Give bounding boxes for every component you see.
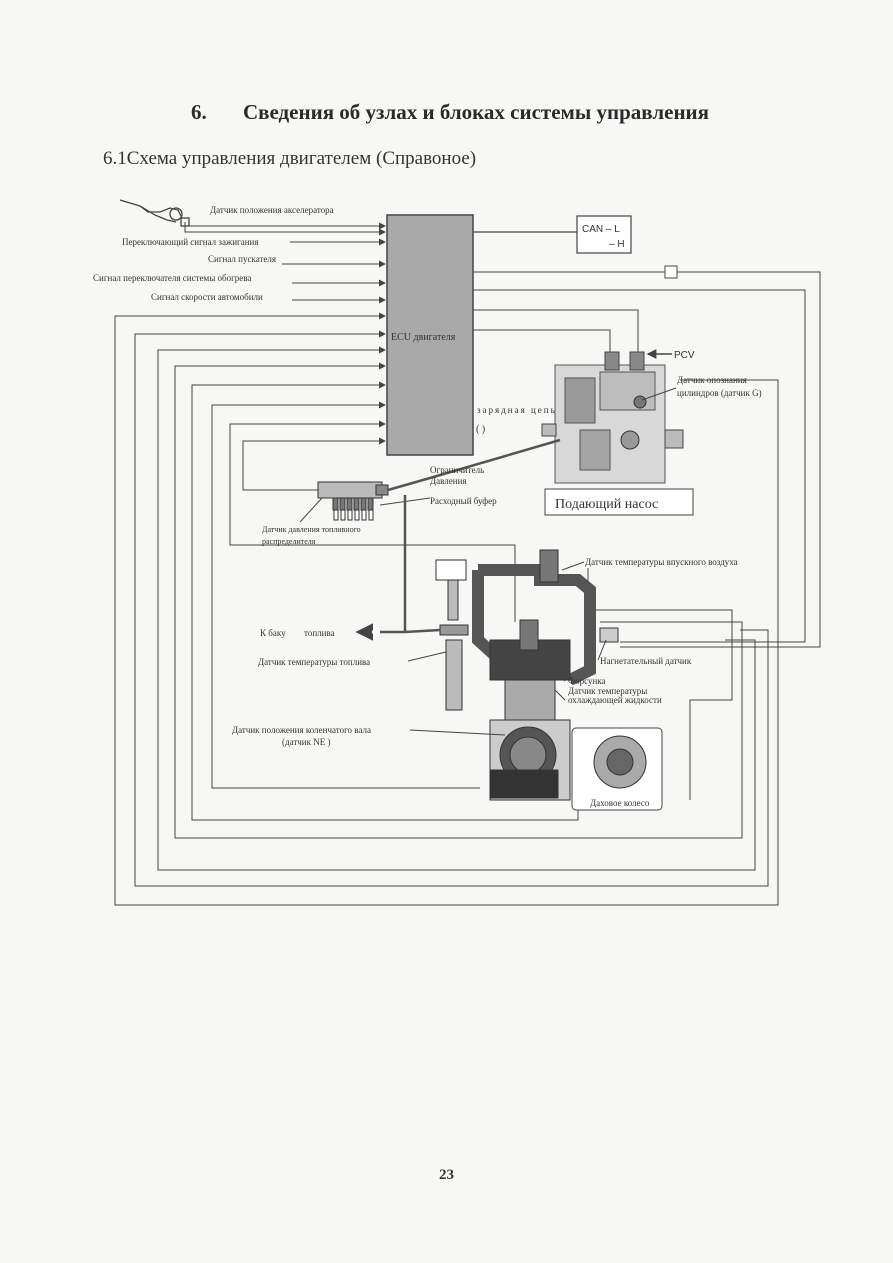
- can-l-label: CAN – L: [582, 224, 620, 235]
- supply-pump: [541, 351, 684, 484]
- boost-sensor-label: Нагнетательный датчик: [600, 656, 692, 666]
- ignition-label: Переключающий сигнал зажигания: [122, 237, 258, 247]
- relay-box: [664, 265, 678, 279]
- can-h-label: – H: [609, 239, 625, 250]
- pump-label: Подающий насос: [555, 497, 658, 512]
- common-rail: [317, 481, 389, 521]
- page-number: 23: [439, 1167, 454, 1183]
- pump-label-box: [544, 488, 694, 516]
- to-tank-label-2: топлива: [304, 628, 335, 638]
- sensor-wiring: [114, 271, 821, 906]
- coolant-label-2: охлаждающей жидкости: [568, 695, 662, 705]
- crank-sensor-label-2: (датчик NE ): [282, 737, 330, 747]
- charging-label: зарядная цепь: [477, 405, 557, 415]
- subsection-title: 6.1Схема управления двигателем (Справоно…: [103, 148, 477, 169]
- ecu-block: [386, 214, 474, 456]
- heater-label: Сигнал переключателя системы обогрева: [93, 273, 251, 283]
- speed-label: Сигнал скорости автомобили: [151, 292, 263, 302]
- rail-pressure-label-2: распределителя: [262, 537, 316, 546]
- accelerator-pedal-icon: [119, 199, 190, 227]
- limiter-label-2: Давления: [430, 476, 467, 486]
- ecu-label: ECU двигателя: [391, 332, 456, 343]
- charging-bracket: ( ): [476, 424, 485, 435]
- intake-temp-label: Датчик температуры впускного воздуха: [585, 557, 738, 567]
- pcv-label: PCV: [674, 350, 695, 361]
- can-box: [576, 215, 632, 254]
- to-tank-label-1: К баку: [260, 628, 286, 638]
- starter-label: Сигнал пускателя: [208, 254, 276, 264]
- flywheel-label: Даховое колесо: [590, 798, 650, 808]
- coolant-label-1: Датчик температуры: [568, 686, 647, 696]
- fuel-temp-label: Датчик температуры топлива: [258, 657, 370, 667]
- cylinder-sensor-label-2: цилиндров (датчик G): [677, 388, 762, 398]
- accelerator-label: Датчик положения акселератора: [210, 205, 334, 215]
- crank-sensor-label-1: Датчик положения коленчатого вала: [232, 725, 371, 735]
- limiter-label-1: Ограничитель: [430, 465, 484, 475]
- injector-label: Форсунка: [568, 676, 606, 686]
- buffer-label: Расходный буфер: [430, 496, 497, 506]
- cylinder-sensor-label-1: Датчик опознания: [677, 375, 747, 385]
- section-title: Сведения об узлах и блоках системы управ…: [243, 100, 709, 124]
- section-number: 6.: [191, 100, 207, 124]
- rail-pressure-label-1: Датчик давления топливного: [262, 525, 361, 534]
- engine-assembly: [435, 549, 619, 801]
